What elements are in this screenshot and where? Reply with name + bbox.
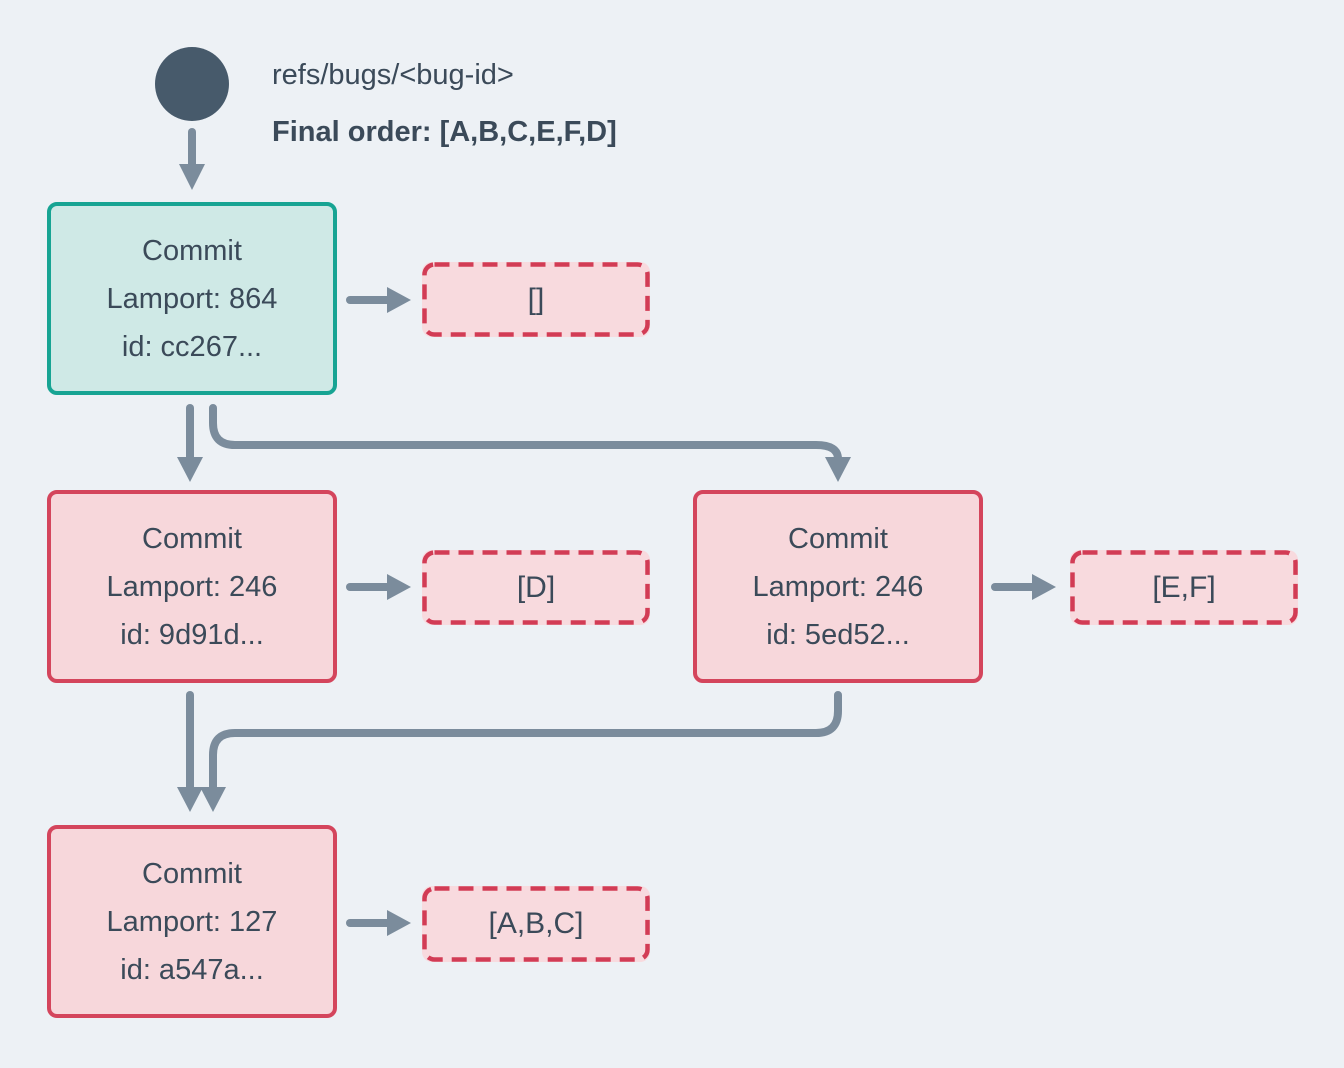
- commit-node-5ed52: Commit Lamport: 246 id: 5ed52...: [693, 490, 983, 683]
- ops-box-empty: []: [422, 262, 650, 337]
- dashed-border: [1070, 550, 1298, 625]
- commit-lamport: Lamport: 246: [106, 570, 278, 603]
- arrow-commit1-to-ops1: [346, 287, 411, 313]
- arrow-commit1-to-commit3: [209, 404, 851, 482]
- arrow-commit1-to-commit2: [177, 404, 203, 482]
- final-order-label: Final order: [A,B,C,E,F,D]: [272, 116, 617, 148]
- arrow-commit2-to-ops2: [346, 574, 411, 600]
- ops-label: [E,F]: [1152, 570, 1216, 604]
- ops-label: []: [527, 282, 545, 316]
- commit-lamport: Lamport: 864: [106, 282, 278, 315]
- commit-id: id: cc267...: [121, 330, 263, 363]
- commit-title: Commit: [142, 522, 242, 555]
- commit-id: id: 9d91d...: [120, 618, 264, 651]
- commit-title: Commit: [142, 857, 242, 890]
- arrow-commit3-to-ops3: [991, 574, 1056, 600]
- arrow-commit3-to-commit4: [200, 691, 842, 812]
- commit-lamport: Lamport: 246: [752, 570, 924, 603]
- arrow-commit4-to-ops4: [346, 910, 411, 936]
- commit-id: id: a547a...: [120, 953, 264, 986]
- ops-box-ef: [E,F]: [1070, 550, 1298, 625]
- dashed-border: [422, 550, 650, 625]
- arrow-ref-to-commit1: [179, 128, 205, 190]
- arrow-commit2-to-commit4: [177, 691, 203, 812]
- commit-node-a547a: Commit Lamport: 127 id: a547a...: [47, 825, 337, 1018]
- ref-label: refs/bugs/<bug-id>: [272, 59, 514, 91]
- commit-node-cc267: Commit Lamport: 864 id: cc267...: [47, 202, 337, 395]
- ops-box-d: [D]: [422, 550, 650, 625]
- ops-label: [A,B,C]: [488, 907, 584, 940]
- commit-lamport: Lamport: 127: [106, 905, 278, 938]
- commit-id: id: 5ed52...: [766, 618, 910, 651]
- commit-title: Commit: [788, 522, 888, 555]
- dashed-border: [422, 886, 650, 962]
- ops-box-abc: [A,B,C]: [422, 886, 650, 962]
- commit-node-9d91d: Commit Lamport: 246 id: 9d91d...: [47, 490, 337, 683]
- dashed-border: [422, 262, 650, 337]
- commit-title: Commit: [142, 234, 242, 267]
- ops-label: [D]: [516, 570, 556, 604]
- ref-node-circle: [155, 47, 229, 121]
